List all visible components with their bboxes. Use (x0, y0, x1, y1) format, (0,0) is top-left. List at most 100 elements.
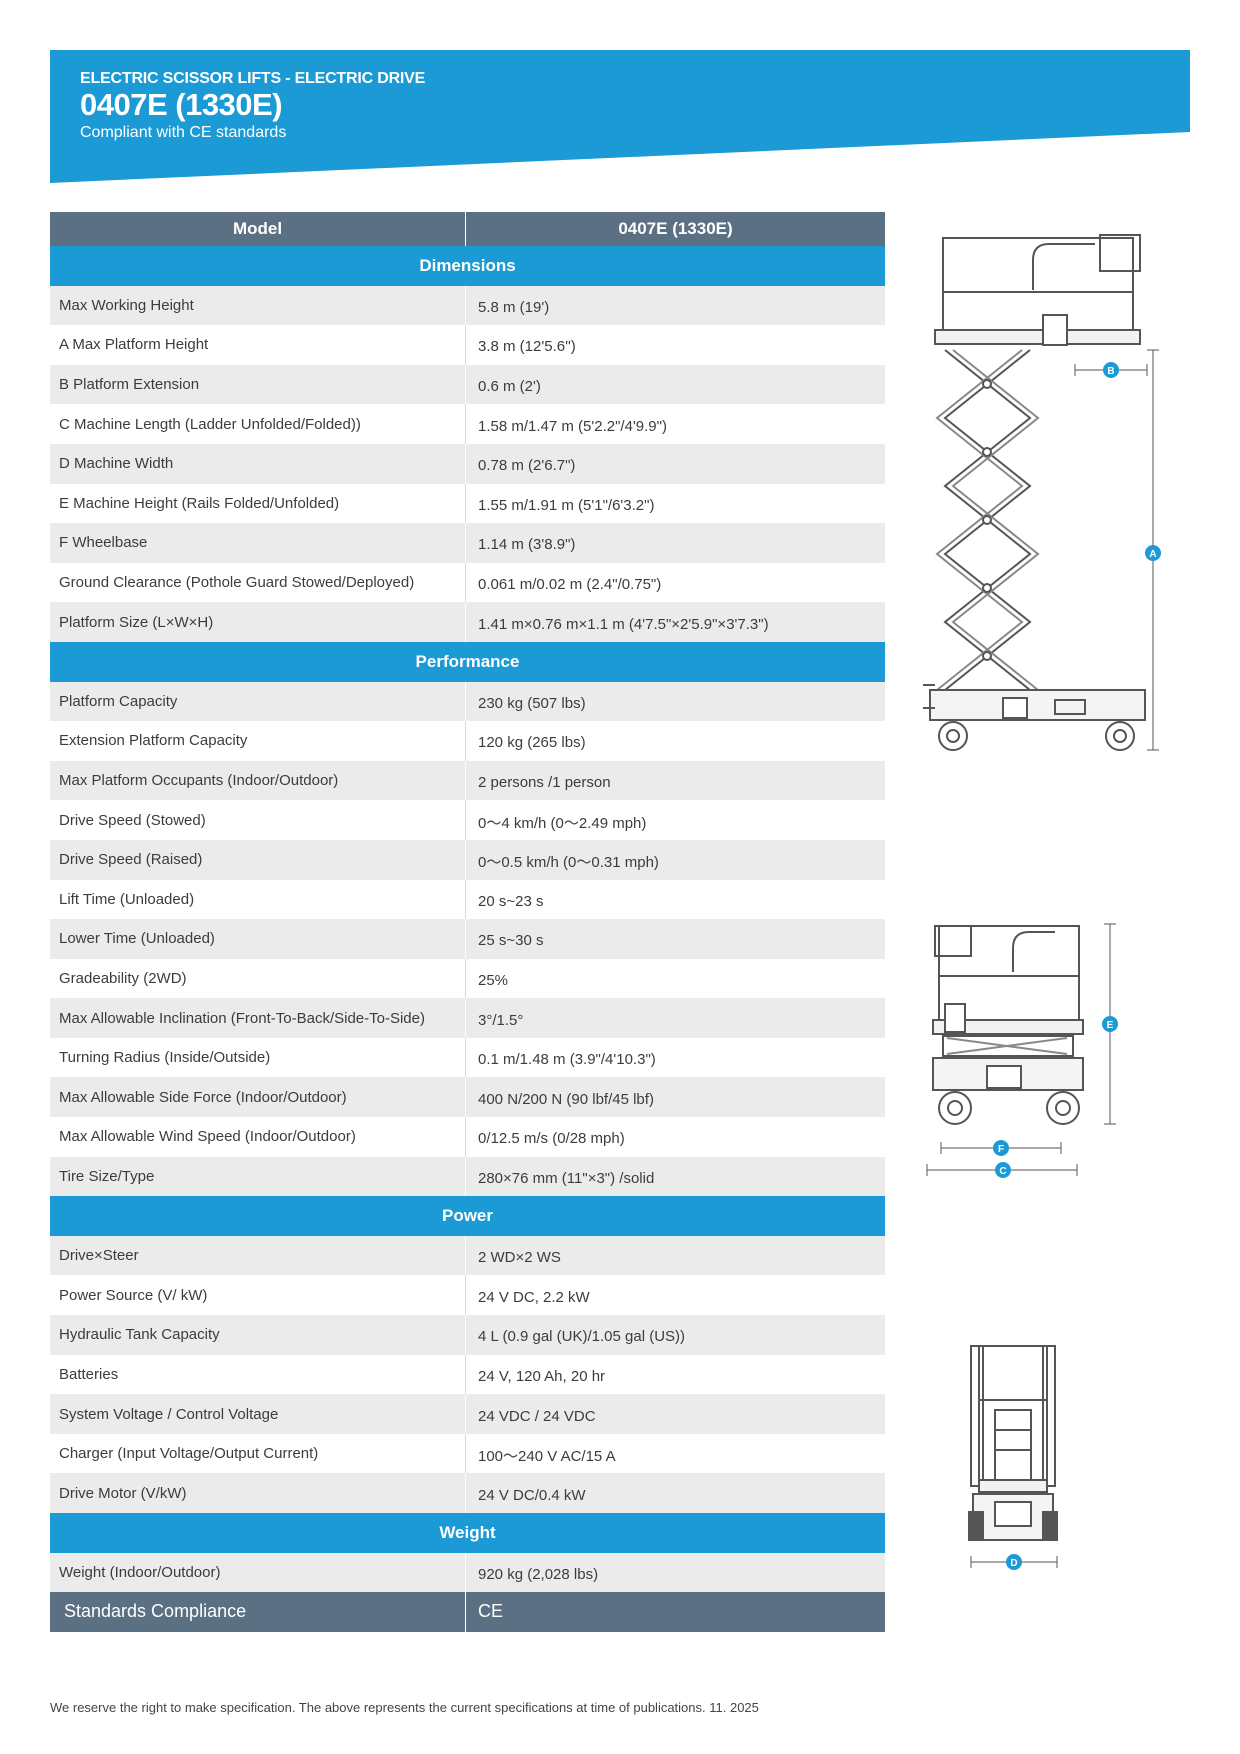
spec-value: 4 L (0.9 gal (UK)/1.05 gal (US)) (465, 1315, 885, 1355)
table-row: Ground Clearance (Pothole Guard Stowed/D… (50, 562, 885, 603)
spec-value: 1.14 m (3'8.9") (465, 523, 885, 563)
banner-background (50, 50, 1190, 183)
page-title: 0407E (1330E) (80, 87, 283, 122)
spec-value: 920 kg (2,028 lbs) (465, 1552, 885, 1593)
spec-value: 100～240 V AC/15 A (465, 1433, 885, 1474)
spec-label: Drive×Steer (59, 1247, 139, 1265)
raised-side-view-drawing: A B (923, 234, 1161, 751)
spec-value: 25 s~30 s (465, 919, 885, 959)
footnote-disclaimer: We reserve the right to make specificati… (50, 1700, 759, 1715)
spec-value: 24 V DC, 2.2 kW (465, 1275, 885, 1316)
spec-label: Max Platform Occupants (Indoor/Outdoor) (59, 772, 339, 790)
table-row: Max Allowable Inclination (Front-To-Back… (50, 998, 885, 1038)
spec-label: A Max Platform Height (59, 336, 209, 354)
table-row: Turning Radius (Inside/Outside) 0.1 m/1.4… (50, 1037, 885, 1078)
svg-text:F: F (998, 1144, 1004, 1155)
spec-label: Platform Capacity (59, 692, 178, 710)
front-view-drawing: D (968, 1345, 1058, 1570)
dimension-marker-b: B (1103, 362, 1119, 378)
section-header-power: Power (50, 1196, 885, 1236)
spec-value: 24 V, 120 Ah, 20 hr (465, 1354, 885, 1395)
standards-compliance-label: Standards Compliance (64, 1601, 247, 1622)
spec-label: Extension Platform Capacity (59, 732, 248, 750)
spec-label: Max Allowable Side Force (Indoor/Outdoor… (59, 1088, 347, 1106)
table-row: Lower Time (Unloaded) 25 s~30 s (50, 919, 885, 959)
table-row: Max Platform Occupants (Indoor/Outdoor) 2… (50, 760, 885, 801)
table-row: Drive Speed (Stowed) 0～4 km/h (0～2.49 mph… (50, 800, 885, 840)
spec-label: D Machine Width (59, 455, 174, 473)
spec-label: Tire Size/Type (59, 1167, 155, 1185)
header-banner: ELECTRIC SCISSOR LIFTS - ELECTRIC DRIVE … (50, 50, 1190, 183)
spec-label: System Voltage / Control Voltage (59, 1405, 279, 1423)
spec-label: Platform Size (L×W×H) (59, 613, 214, 631)
spec-label: Max Allowable Wind Speed (Indoor/Outdoor… (59, 1128, 356, 1146)
header-model-value: 0407E (1330E) (465, 212, 885, 246)
spec-value: 3°/1.5° (465, 998, 885, 1038)
spec-label: Max Working Height (59, 296, 194, 314)
spec-label: E Machine Height (Rails Folded/Unfolded) (59, 494, 340, 512)
spec-label: Weight (Indoor/Outdoor) (59, 1563, 221, 1581)
spec-value: 1.58 m/1.47 m (5'2.2"/4'9.9") (465, 404, 885, 444)
spec-value: 400 N/200 N (90 lbf/45 lbf) (465, 1077, 885, 1118)
dimension-marker-f: F (993, 1140, 1009, 1156)
spec-label: Batteries (59, 1365, 119, 1383)
table-row: Max Allowable Side Force (Indoor/Outdoor… (50, 1077, 885, 1118)
spec-value: 120 kg (265 lbs) (465, 721, 885, 761)
table-row: E Machine Height (Rails Folded/Unfolded)… (50, 483, 885, 524)
spec-value: 5.8 m (19') (465, 285, 885, 326)
spec-value: 280×76 mm (11"×3") /solid (465, 1156, 885, 1197)
table-row: D Machine Width 0.78 m (2'6.7") (50, 443, 885, 484)
spec-value: 24 VDC / 24 VDC (465, 1394, 885, 1434)
table-row: Weight (Indoor/Outdoor) 920 kg (2,028 lbs… (50, 1552, 885, 1593)
dimension-marker-a: A (1145, 545, 1161, 561)
spec-value: 1.55 m/1.91 m (5'1"/6'3.2") (465, 483, 885, 524)
table-row: Max Working Height 5.8 m (19') (50, 285, 885, 326)
spec-value: 0/12.5 m/s (0/28 mph) (465, 1117, 885, 1157)
spec-value: 0.1 m/1.48 m (3.9"/4'10.3") (465, 1037, 885, 1078)
spec-label: Drive Speed (Stowed) (59, 811, 206, 829)
section-header-performance: Performance (50, 641, 885, 682)
spec-value: 1.41 m×0.76 m×1.1 m (4'7.5"×2'5.9"×3'7.3… (465, 602, 885, 642)
table-row: Max Allowable Wind Speed (Indoor/Outdoor… (50, 1117, 885, 1157)
spec-label: Max Allowable Inclination (Front-To-Back… (59, 1009, 425, 1027)
spec-label: Charger (Input Voltage/Output Current) (59, 1445, 319, 1463)
spec-value: 0～0.5 km/h (0～0.31 mph) (465, 839, 885, 880)
table-row: Extension Platform Capacity 120 kg (265 l… (50, 721, 885, 761)
spec-value: 24 V DC/0.4 kW (465, 1473, 885, 1513)
spec-label: Hydraulic Tank Capacity (59, 1326, 220, 1344)
spec-label: Drive Motor (V/kW) (59, 1484, 187, 1502)
svg-text:A: A (1149, 549, 1156, 560)
spec-label: Power Source (V/ kW) (59, 1286, 208, 1304)
standards-compliance-row: Standards Compliance CE (50, 1592, 885, 1632)
dimension-marker-c: C (995, 1162, 1011, 1178)
spec-label: Gradeability (2WD) (59, 969, 187, 987)
dimension-marker-e: E (1102, 1016, 1118, 1032)
spec-label: C Machine Length (Ladder Unfolded/Folded… (59, 415, 361, 433)
spec-label: Ground Clearance (Pothole Guard Stowed/D… (59, 574, 415, 592)
table-row: Drive Speed (Raised) 0～0.5 km/h (0～0.31 m… (50, 839, 885, 880)
compliance-subtitle: Compliant with CE standards (80, 124, 287, 141)
table-row: Platform Size (L×W×H) 1.41 m×0.76 m×1.1 m… (50, 602, 885, 642)
spec-value: 0～4 km/h (0～2.49 mph) (465, 800, 885, 840)
section-header-dimensions: Dimensions (50, 246, 885, 286)
table-row: Drive Motor (V/kW) 24 V DC/0.4 kW (50, 1473, 885, 1513)
standards-compliance-value: CE (465, 1592, 885, 1632)
table-row: Charger (Input Voltage/Output Current) 10… (50, 1433, 885, 1474)
spec-label: Lift Time (Unloaded) (59, 890, 195, 908)
spec-label: Drive Speed (Raised) (59, 851, 203, 869)
spec-label: Lower Time (Unloaded) (59, 930, 215, 948)
table-row: C Machine Length (Ladder Unfolded/Folded… (50, 404, 885, 444)
svg-text:B: B (1107, 366, 1114, 377)
spec-value: 2 persons /1 person (465, 760, 885, 801)
table-row: Gradeability (2WD)25% (50, 958, 885, 999)
svg-text:D: D (1010, 1558, 1017, 1569)
dimension-marker-d: D (1006, 1554, 1022, 1570)
spec-value: 0.78 m (2'6.7") (465, 443, 885, 484)
spec-label: Turning Radius (Inside/Outside) (59, 1049, 271, 1067)
spec-value: 0.061 m/0.02 m (2.4"/0.75") (465, 562, 885, 603)
